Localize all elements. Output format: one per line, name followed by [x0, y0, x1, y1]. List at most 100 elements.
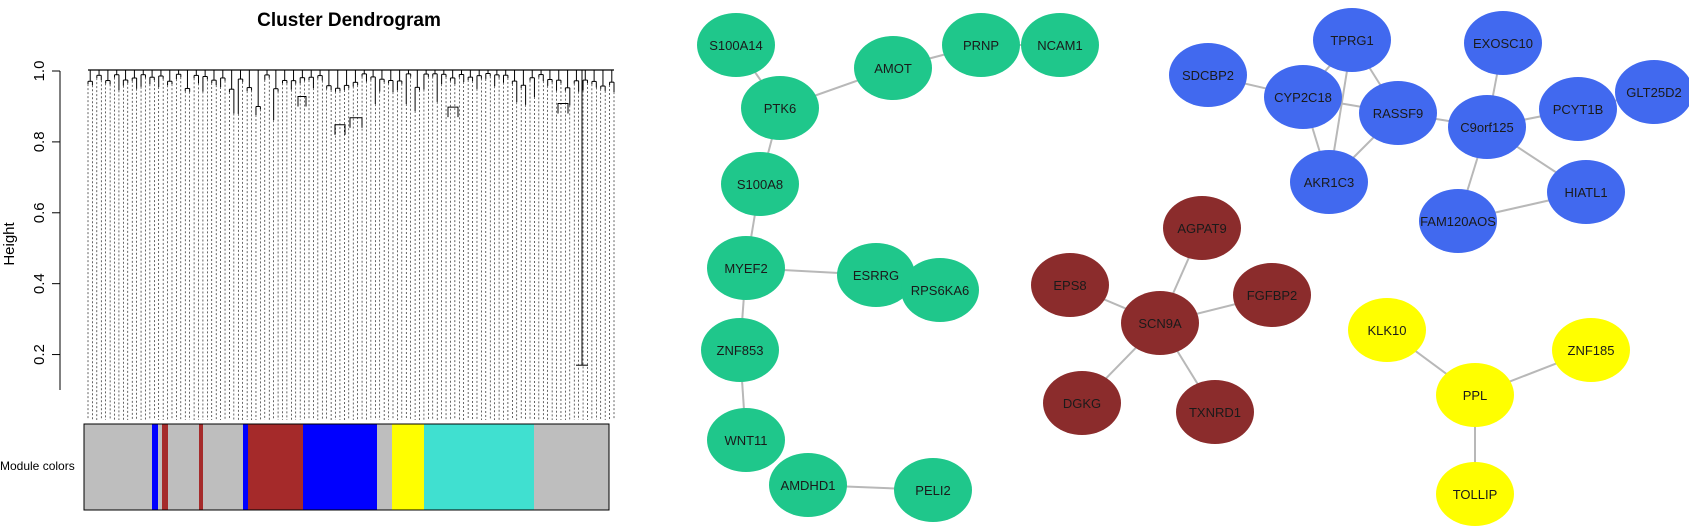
network-node-circle [1436, 462, 1514, 526]
network-node: TXNRD1 [1176, 380, 1254, 444]
network-node: NCAM1 [1021, 13, 1099, 77]
network-node: GLT25D2 [1615, 60, 1689, 124]
network-node-circle [1290, 150, 1368, 214]
module-color-segment [203, 424, 243, 510]
network-node-label: TPRG1 [1330, 33, 1373, 48]
network-node-label: C9orf125 [1460, 120, 1513, 135]
network-node: PCYT1B [1539, 77, 1617, 141]
network-node: EXOSC10 [1464, 11, 1542, 75]
network-node: SDCBP2 [1169, 43, 1247, 107]
network-node: PRNP [942, 13, 1020, 77]
network-node: S100A14 [697, 13, 775, 77]
network-node: AGPAT9 [1163, 196, 1241, 260]
network-node-label: SDCBP2 [1182, 68, 1234, 83]
network-node-label: PELI2 [915, 483, 950, 498]
network-node: AMDHD1 [769, 453, 847, 517]
network-node-circle [1031, 253, 1109, 317]
network-node-label: ESRRG [853, 268, 899, 283]
dendrogram-cluster [334, 124, 346, 135]
module-color-segment [152, 424, 158, 510]
module-color-segment [243, 424, 248, 510]
network-node-label: S100A14 [709, 38, 763, 53]
module-color-segment [199, 424, 203, 510]
network-node-label: PPL [1463, 388, 1488, 403]
network-node-circle [1021, 13, 1099, 77]
network-node-label: AKR1C3 [1304, 175, 1355, 190]
network-node: DGKG [1043, 371, 1121, 435]
network-node-circle [1359, 81, 1437, 145]
network-node: TPRG1 [1313, 8, 1391, 72]
module-color-segment [248, 424, 303, 510]
module-color-segment [303, 424, 377, 510]
dendrogram-panel: Cluster Dendrogram Height 0.20.40.60.81.… [0, 10, 615, 511]
network-node-circle [1043, 371, 1121, 435]
module-color-strip [83, 423, 610, 511]
network-node-label: ZNF185 [1568, 343, 1615, 358]
network-node: EPS8 [1031, 253, 1109, 317]
network-node: C9orf125 [1448, 95, 1526, 159]
network-node-circle [769, 453, 847, 517]
network-node-label: DGKG [1063, 396, 1101, 411]
network-node-label: WNT11 [724, 433, 767, 448]
network-node-label: HIATL1 [1564, 185, 1607, 200]
network-node-circle [1539, 77, 1617, 141]
network-node: WNT11 [707, 408, 785, 472]
network-node-label: PTK6 [764, 101, 797, 116]
network-node-label: CYP2C18 [1274, 90, 1332, 105]
y-tick-label: 1.0 [31, 61, 48, 82]
network-node: KLK10 [1348, 298, 1426, 362]
network-node-circle [894, 458, 972, 522]
network-node-circle [721, 152, 799, 216]
network-node-label: RASSF9 [1373, 106, 1424, 121]
network-node-label: RPS6KA6 [911, 283, 970, 298]
network-node-label: PRNP [963, 38, 999, 53]
network-node-label: KLK10 [1367, 323, 1406, 338]
network-node-circle [1313, 8, 1391, 72]
network-node: ZNF853 [701, 318, 779, 382]
network-node: AKR1C3 [1290, 150, 1368, 214]
dendrogram-cluster [447, 106, 459, 118]
network-node-circle [901, 258, 979, 322]
y-axis-label: Height [1, 221, 18, 265]
network-node-circle [741, 76, 819, 140]
network-node-circle [697, 13, 775, 77]
network-node: RPS6KA6 [901, 258, 979, 322]
network-node-label: ZNF853 [717, 343, 764, 358]
network-node-circle [1615, 60, 1689, 124]
network-node: SCN9A [1121, 291, 1199, 355]
network-node-circle [1464, 11, 1542, 75]
network-node-label: MYEF2 [724, 261, 767, 276]
network-node-circle [1264, 65, 1342, 129]
network-node-circle [1163, 196, 1241, 260]
network-node: PELI2 [894, 458, 972, 522]
network-node: ZNF185 [1552, 318, 1630, 382]
dendrogram-cluster [557, 103, 569, 114]
module-color-segment [158, 424, 162, 510]
network-node: HIATL1 [1547, 160, 1625, 224]
module-color-segment [424, 424, 534, 510]
y-tick-label: 0.4 [31, 273, 48, 294]
network-node-label: AGPAT9 [1177, 221, 1226, 236]
module-color-segment [392, 424, 424, 510]
network-node: MYEF2 [707, 236, 785, 300]
network-node-label: GLT25D2 [1626, 85, 1681, 100]
network-node-label: PCYT1B [1553, 102, 1604, 117]
network-node-label: AMOT [874, 61, 912, 76]
network-node-circle [1121, 291, 1199, 355]
network-node: TOLLIP [1436, 462, 1514, 526]
module-color-segment [162, 424, 168, 510]
network-node-circle [701, 318, 779, 382]
network-node-circle [1436, 363, 1514, 427]
network-node-circle [707, 236, 785, 300]
network-node-circle [837, 243, 915, 307]
module-strip-border [83, 423, 610, 511]
network-node: RASSF9 [1359, 81, 1437, 145]
network-node-label: AMDHD1 [781, 478, 836, 493]
network-node-circle [1547, 160, 1625, 224]
dendrogram-title: Cluster Dendrogram [257, 10, 441, 31]
network-node-circle [1419, 189, 1497, 253]
network-node: CYP2C18 [1264, 65, 1342, 129]
network-node-label: EXOSC10 [1473, 36, 1533, 51]
